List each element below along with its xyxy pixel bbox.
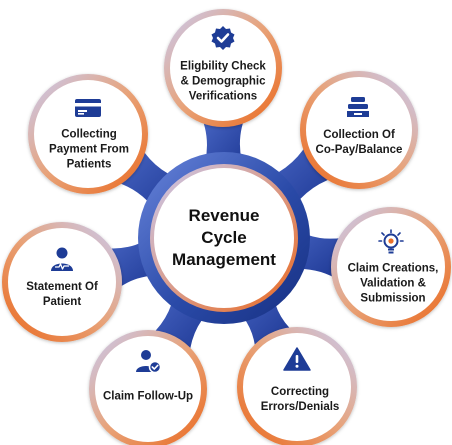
node-statement (2, 222, 122, 342)
node-label-line: Statement Of (26, 281, 98, 293)
credit-card-icon (75, 99, 101, 117)
node-label-denials: Correcting Errors/Denials (261, 385, 340, 415)
node-label-line: Patients (66, 158, 112, 171)
node-circle (164, 9, 282, 127)
node-label-line: Correcting (270, 386, 330, 398)
node-circle (331, 207, 451, 327)
node-circle (28, 74, 148, 194)
node-label-followup: Claim Follow-Up (103, 390, 193, 405)
node-label-line: Submission (360, 292, 426, 305)
node-denials (237, 327, 357, 445)
node-label-statement: Statement Of Patient (26, 280, 98, 310)
tray-stack-icon (347, 97, 369, 117)
verified-badge-icon (211, 26, 235, 50)
node-label-copay: Collection Of Co-Pay/Balance (316, 128, 403, 158)
node-label-line: Validation & (360, 277, 426, 290)
node-label-line: Errors/Denials (260, 401, 340, 413)
node-claim-creation (331, 207, 451, 327)
node-followup (89, 330, 207, 445)
lightbulb-gear-icon (378, 229, 404, 254)
node-label-payment: Collecting Payment From Patients (49, 128, 129, 173)
user-pulse-icon (51, 247, 73, 271)
node-label-line: Eligbility Check (180, 60, 266, 73)
node-label-line: Collection Of (323, 129, 395, 141)
node-label-line: Verifications (188, 90, 258, 103)
node-label-line: & Demographic (180, 75, 266, 88)
node-label-line: Payment From (49, 143, 129, 156)
node-label-line: Patient (42, 296, 82, 308)
center-title-line: Cycle (201, 228, 247, 247)
center-title-line: Revenue (188, 206, 260, 225)
node-copay (300, 71, 418, 189)
node-circle (89, 330, 207, 445)
center-ring (150, 164, 298, 312)
node-circle (300, 71, 418, 189)
node-eligibility (164, 9, 282, 127)
node-label-line: Claim Follow-Up (102, 390, 194, 403)
center-title: Revenue Cycle Management (172, 205, 276, 271)
node-label-line: Collecting (61, 128, 117, 141)
node-label-eligibility: Eligbility Check & Demographic Verificat… (180, 60, 266, 105)
node-payment (28, 74, 148, 194)
node-label-claim-creation: Claim Creations, Validation & Submission (348, 262, 439, 307)
warning-triangle-icon (283, 347, 311, 371)
user-check-icon (136, 350, 162, 374)
node-label-line: Claim Creations, (347, 262, 439, 275)
node-circle (237, 327, 357, 445)
center-title-line: Management (172, 250, 276, 269)
node-label-line: Co-Pay/Balance (315, 144, 403, 156)
node-circle (2, 222, 122, 342)
